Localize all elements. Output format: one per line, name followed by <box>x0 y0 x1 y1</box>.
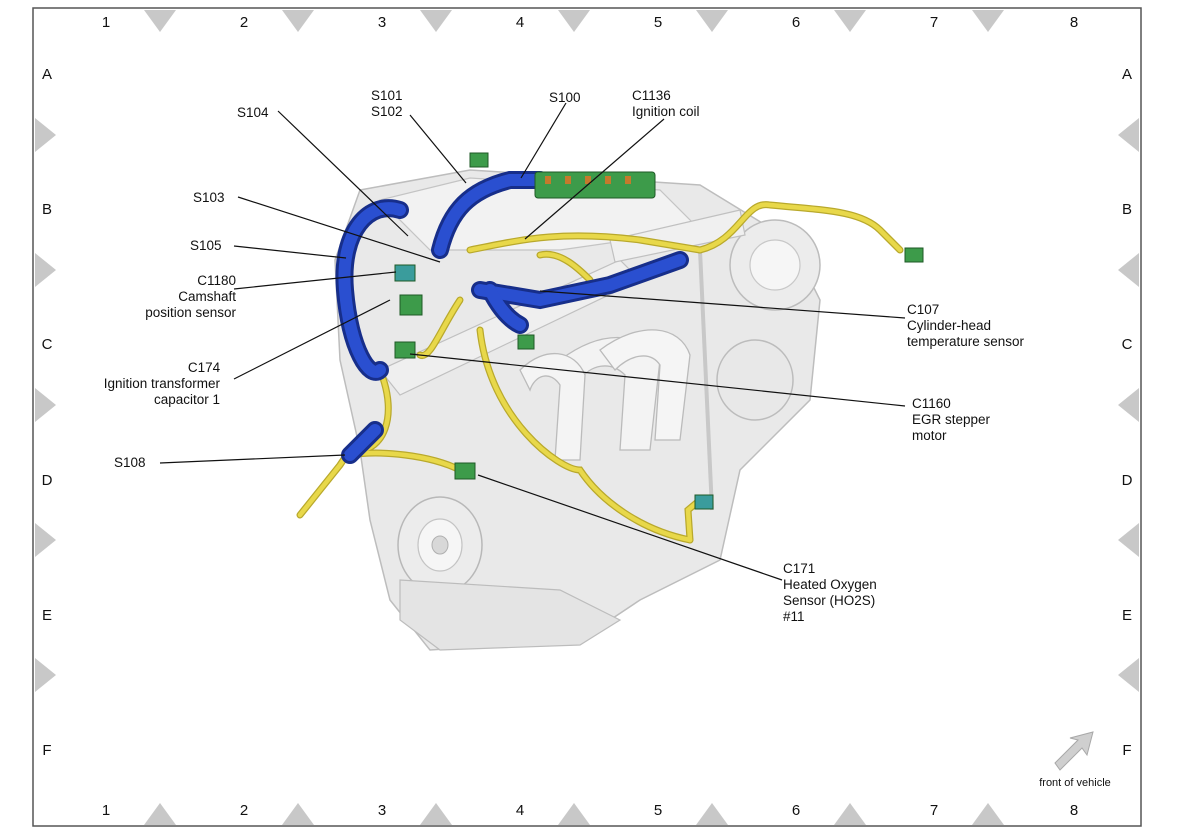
grid-column-labels-bottom: 1 2 3 4 5 6 7 8 <box>102 802 1078 819</box>
grid-row-label: F <box>1122 742 1131 759</box>
callout-c174-desc2: capacitor 1 <box>154 392 220 407</box>
arrow-icon <box>1054 731 1094 771</box>
front-of-vehicle-indicator: front of vehicle <box>1039 731 1111 789</box>
grid-row-labels-left: A B C D E F <box>42 66 53 759</box>
grid-row-label: E <box>1122 607 1132 624</box>
grid-col-label: 6 <box>792 802 800 819</box>
callout-s100: S100 <box>549 90 581 105</box>
front-of-vehicle-label: front of vehicle <box>1039 777 1111 789</box>
grid-col-label: 1 <box>102 802 110 819</box>
grid-col-label: 3 <box>378 14 386 31</box>
callout-s103: S103 <box>193 190 225 205</box>
grid-col-label: 5 <box>654 14 662 31</box>
callout-c1136-id: C1136 <box>632 88 671 103</box>
callout-labels: S104 S101 S102 S100 C1136 Ignition coil … <box>104 88 1025 624</box>
grid-row-label: D <box>1122 472 1133 489</box>
callout-c107-id: C107 <box>907 302 939 317</box>
callout-c174-desc1: Ignition transformer <box>104 376 221 391</box>
callout-c107-desc2: temperature sensor <box>907 334 1025 349</box>
grid-col-label: 3 <box>378 802 386 819</box>
grid-col-label: 8 <box>1070 14 1078 31</box>
callout-s102: S102 <box>371 104 403 119</box>
grid-row-labels-right: A B C D E F <box>1122 66 1133 759</box>
zone-markers <box>35 10 1139 825</box>
callout-s108: S108 <box>114 455 146 470</box>
callout-c1180-desc2: position sensor <box>145 305 236 320</box>
callout-c1180-desc1: Camshaft <box>178 289 236 304</box>
grid-col-label: 4 <box>516 802 524 819</box>
callout-c174-id: C174 <box>188 360 221 375</box>
callout-c1160-desc2: motor <box>912 428 947 443</box>
grid-col-label: 2 <box>240 802 248 819</box>
callout-c1160-desc1: EGR stepper <box>912 412 991 427</box>
grid-row-label: C <box>42 336 53 353</box>
callout-c171-desc1: Heated Oxygen <box>783 577 877 592</box>
grid-column-labels-top: 1 2 3 4 5 6 7 8 <box>102 14 1078 31</box>
grid-row-label: B <box>1122 201 1132 218</box>
grid-row-label: A <box>1122 66 1132 83</box>
wiring-harness <box>296 152 924 544</box>
grid-row-label: F <box>42 742 51 759</box>
grid-col-label: 7 <box>930 14 938 31</box>
grid-col-label: 6 <box>792 14 800 31</box>
grid-row-label: B <box>42 201 52 218</box>
callout-s101: S101 <box>371 88 403 103</box>
grid-row-label: D <box>42 472 53 489</box>
callout-c171-desc3: #11 <box>783 609 805 624</box>
callout-s105: S105 <box>190 238 222 253</box>
grid-row-label: E <box>42 607 52 624</box>
grid-col-label: 1 <box>102 14 110 31</box>
grid-col-label: 7 <box>930 802 938 819</box>
callout-c1160-id: C1160 <box>912 396 951 411</box>
grid-col-label: 8 <box>1070 802 1078 819</box>
callout-c107-desc1: Cylinder-head <box>907 318 991 333</box>
callout-leaders <box>159 102 906 581</box>
grid-col-label: 5 <box>654 802 662 819</box>
callout-c1180-id: C1180 <box>197 273 236 288</box>
callout-c1136-desc: Ignition coil <box>632 104 700 119</box>
grid-row-label: A <box>42 66 52 83</box>
grid-col-label: 2 <box>240 14 248 31</box>
grid-row-label: C <box>1122 336 1133 353</box>
callout-c171-id: C171 <box>783 561 815 576</box>
callout-c171-desc2: Sensor (HO2S) <box>783 593 875 608</box>
callout-s104: S104 <box>237 105 269 120</box>
grid-col-label: 4 <box>516 14 524 31</box>
